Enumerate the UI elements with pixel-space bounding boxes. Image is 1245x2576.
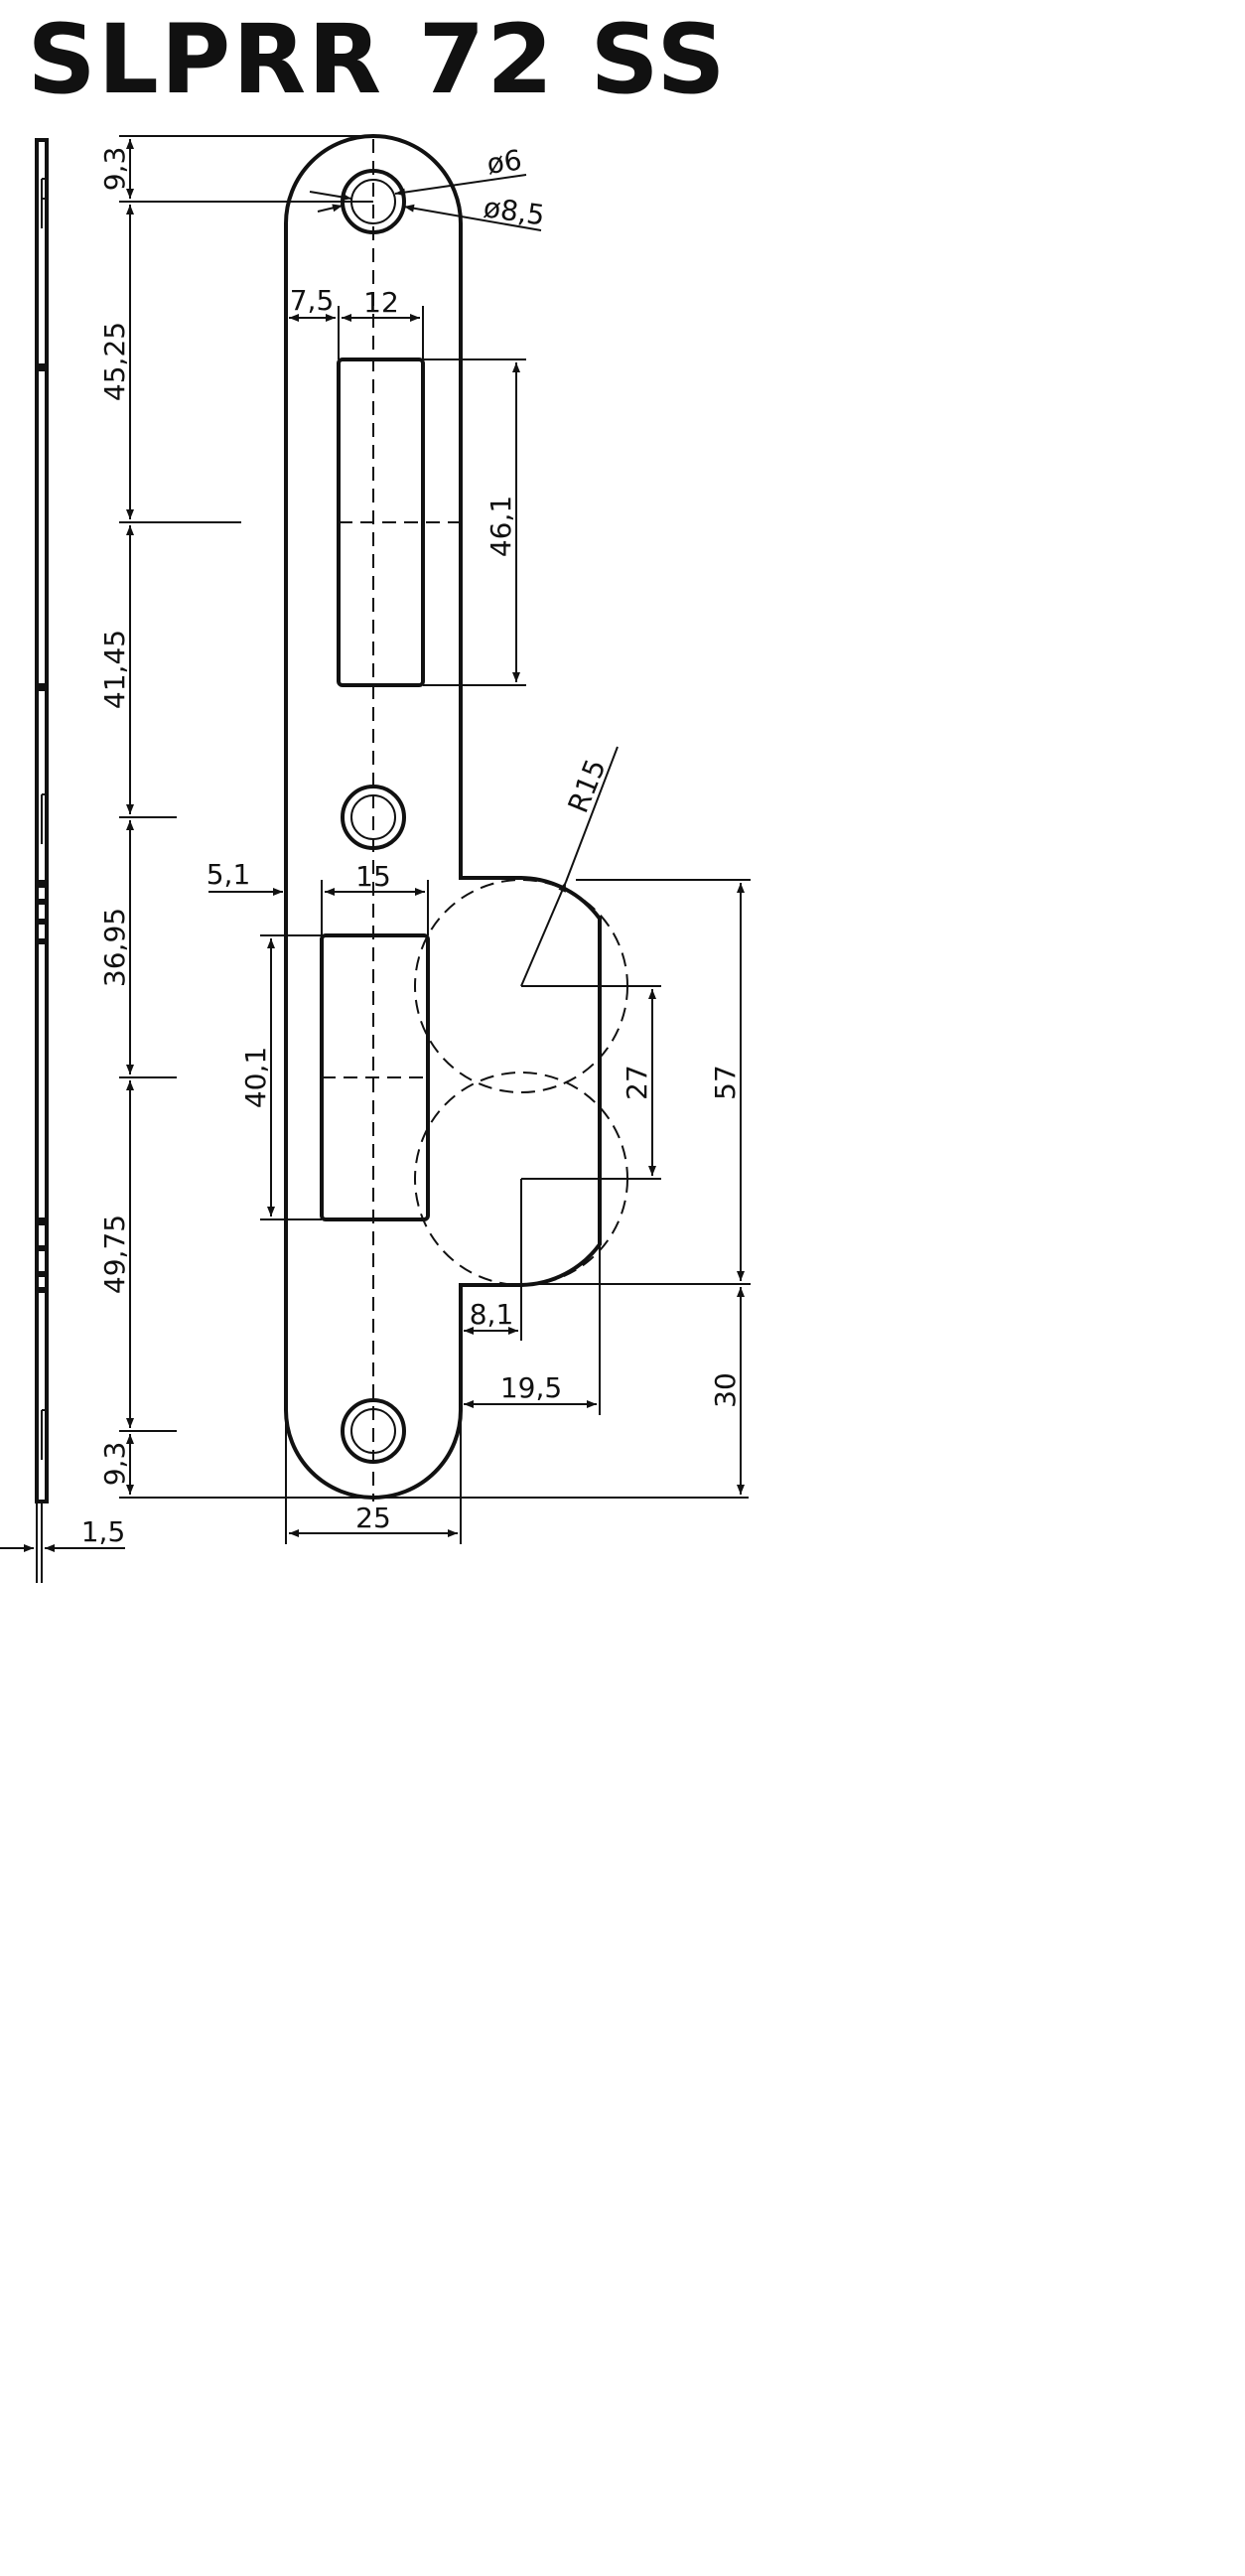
dim-hole-outer: ø8,5 (482, 191, 547, 231)
mounting-hole-bottom (341, 1398, 406, 1464)
dim-15: 15 (355, 860, 391, 893)
dim-45-25: 45,25 (98, 322, 131, 401)
dim-9-3-bottom: 9,3 (98, 1442, 131, 1487)
dim-8-1: 8,1 (470, 1298, 514, 1331)
drawing-title: SLPRR 72 SS (27, 4, 728, 115)
dim-49-75: 49,75 (98, 1215, 131, 1294)
dim-57: 57 (709, 1065, 742, 1100)
dim-19-5: 19,5 (500, 1371, 562, 1404)
dim-36-95: 36,95 (98, 908, 131, 987)
right-side-dimensions: R15 27 57 30 8,1 19,5 (464, 746, 751, 1495)
lower-slot-dimensions: 5,1 15 40,1 (207, 858, 429, 1220)
dim-40-1: 40,1 (239, 1047, 272, 1108)
dim-5-1: 5,1 (207, 858, 251, 891)
left-vertical-dimensions: 9,3 45,25 41,45 36,95 49,75 9,3 (98, 135, 749, 1499)
dim-41-45: 41,45 (98, 630, 131, 709)
lower-slot (320, 933, 430, 1221)
dim-27: 27 (621, 1065, 653, 1100)
strike-plate-outline (284, 134, 602, 1502)
technical-drawing: 9,3 45,25 41,45 36,95 49,75 9,3 ø6 ø8,5 … (0, 134, 751, 1583)
upper-slot-dimensions: 7,5 12 46,1 (289, 284, 526, 686)
dim-30: 30 (709, 1372, 742, 1408)
dim-7-5: 7,5 (290, 284, 335, 317)
dim-46-1: 46,1 (484, 496, 517, 557)
mounting-hole-middle (341, 785, 406, 850)
upper-slot (337, 358, 461, 687)
dim-1-5: 1,5 (81, 1515, 126, 1548)
side-view-profile (35, 138, 49, 1583)
dim-9-3-top: 9,3 (98, 147, 131, 192)
bottom-dimensions: 25 1,5 (0, 1410, 462, 1552)
dim-12: 12 (363, 286, 399, 319)
dim-hole-inner: ø6 (484, 143, 523, 181)
dim-25: 25 (355, 1502, 391, 1534)
dim-radius: R15 (562, 755, 613, 817)
